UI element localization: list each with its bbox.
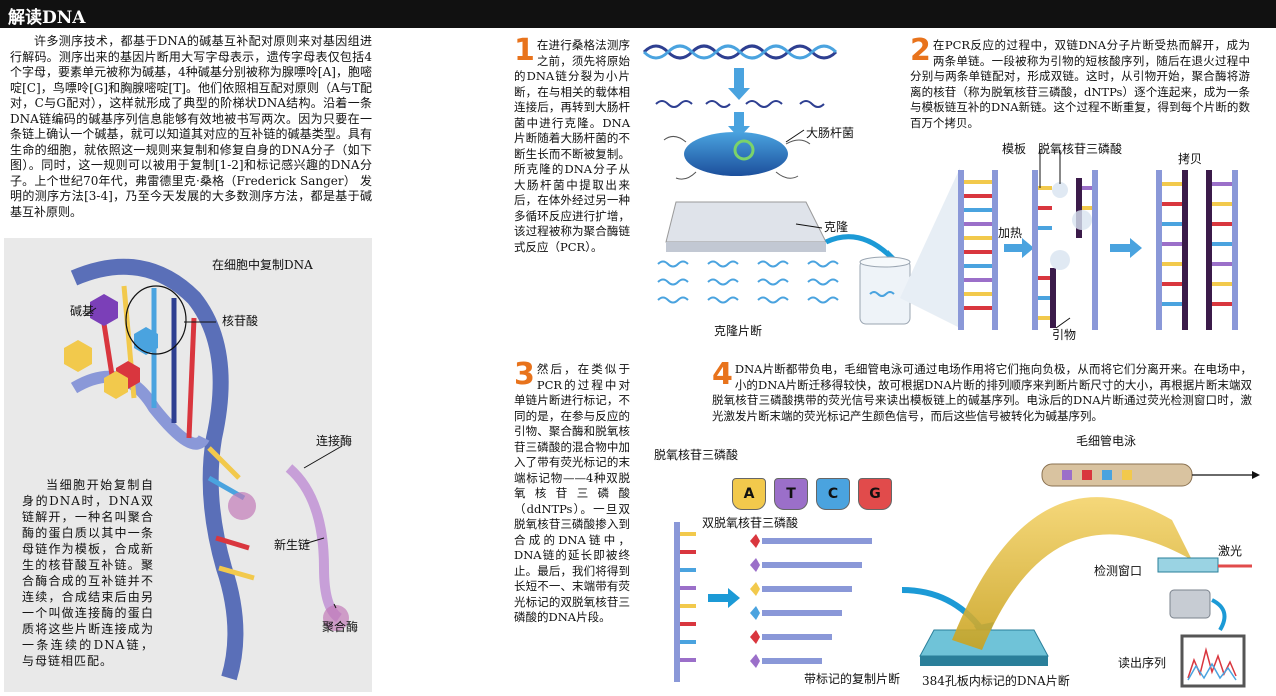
label-heat: 加热 [998, 226, 1023, 240]
tube-label-a: A [743, 486, 755, 502]
step1-diagram [642, 44, 839, 304]
tube-t: T [774, 478, 808, 510]
replication-diagram [64, 258, 349, 681]
sequence-monitor [1180, 634, 1246, 688]
label-template: 模板 [1002, 142, 1027, 156]
label-dntp-step4: 脱氧核苷三磷酸 [654, 448, 739, 462]
intro-paragraph: 许多测序技术，都基于DNA的碱基互补配对原则来对基因组进行解码。测序出来的基因片… [10, 34, 372, 219]
step3-text: 3 然后，在类似于PCR的过程中对单链片断进行标记，不同的是，在参与反应的引物、… [514, 357, 630, 626]
label-new-strand: 新生链 [274, 538, 311, 552]
beaker-diagram [824, 234, 911, 325]
tube-label-c: C [827, 486, 839, 502]
base-hexagon-purple [90, 294, 118, 326]
step1-number: 1 [514, 33, 535, 68]
tube-g: G [858, 478, 892, 510]
label-ecoli: 大肠杆菌 [806, 126, 855, 140]
label-primer: 引物 [1052, 328, 1077, 342]
step4-diagram [674, 463, 1260, 688]
title-bar [0, 0, 1276, 28]
culture-plate [665, 201, 827, 243]
label-ligase: 连接酶 [316, 434, 353, 448]
label-nucleotide: 核苷酸 [222, 314, 259, 328]
tube-c: C [816, 478, 850, 510]
copy-pairs [1156, 170, 1238, 330]
page-title: 解读DNA [8, 8, 86, 28]
step3-number: 3 [514, 357, 535, 392]
step2-text: 2 在PCR反应的过程中，双链DNA分子片断受热而解开，成为两条单链。一段被称为… [910, 33, 1250, 131]
label-read-sequence: 读出序列 [1118, 656, 1167, 670]
tube-label-t: T [786, 486, 796, 502]
polymerase-blob [323, 605, 349, 631]
ligase-blob [228, 492, 256, 520]
label-clone: 克隆 [824, 220, 849, 234]
step1-body: 在进行桑格法测序之前，须先将原始的DNA链分裂为小片断，在与相关的载体相连接后，… [514, 38, 630, 254]
label-copy: 拷贝 [1178, 152, 1203, 166]
detector [1169, 589, 1211, 619]
label-cloned-fragments: 克隆片断 [714, 324, 763, 338]
replication-caption: 当细胞开始复制自身的DNA时，DNA双链解开，一种名叫聚合酶的蛋白质以其中一条母… [22, 478, 154, 668]
nucleotide-highlight [125, 285, 187, 355]
label-base: 碱基 [70, 304, 95, 318]
label-polymerase: 聚合酶 [322, 620, 359, 634]
label-384-plate: 384孔板内标记的DNA片断 [922, 674, 1070, 688]
step1-text: 1 在进行桑格法测序之前，须先将原始的DNA链分裂为小片断，在与相关的载体相连接… [514, 33, 630, 255]
step4-number: 4 [712, 357, 733, 392]
label-dntp-step2: 脱氧核苷三磷酸 [1038, 142, 1123, 156]
label-capillary: 毛细管电泳 [1076, 434, 1137, 448]
base-hexagon-blue [134, 327, 158, 355]
label-ddntp: 双脱氧核苷三磷酸 [702, 516, 799, 530]
base-hexagon-yellow-2 [104, 371, 128, 399]
step4-body: DNA片断都带负电，毛细管电泳可通过电场作用将它们拖向负极，从而将它们分离开来。… [712, 362, 1252, 423]
heat-arrow [1004, 238, 1034, 258]
capillary-arc [952, 497, 1192, 650]
tube-a: A [732, 478, 766, 510]
label-labeled-fragments: 带标记的复制片断 [804, 672, 901, 686]
template-pair [958, 170, 998, 330]
base-hexagon-yellow [64, 340, 92, 372]
detection-window [1157, 557, 1219, 573]
replication-panel [4, 238, 372, 692]
replication-title: 在细胞中复制DNA [212, 258, 313, 272]
step4-text: 4 DNA片断都带负电，毛细管电泳可通过电场作用将它们拖向负极，从而将它们分离开… [712, 357, 1252, 424]
step2-number: 2 [910, 33, 931, 68]
step2-body: 在PCR反应的过程中，双链DNA分子片断受热而解开，成为两条单链。一段被称为引物… [910, 38, 1250, 130]
label-detection-window: 检测窗口 [1094, 564, 1143, 578]
labeled-fragments [750, 534, 872, 668]
step3-body: 然后，在类似于PCR的过程中对单链片断进行标记，不同的是，在参与反应的引物、聚合… [514, 362, 630, 624]
step2-diagram [900, 150, 1238, 330]
label-laser: 激光 [1218, 544, 1243, 558]
tube-row: A T C G [732, 478, 892, 510]
tube-label-g: G [869, 486, 881, 502]
